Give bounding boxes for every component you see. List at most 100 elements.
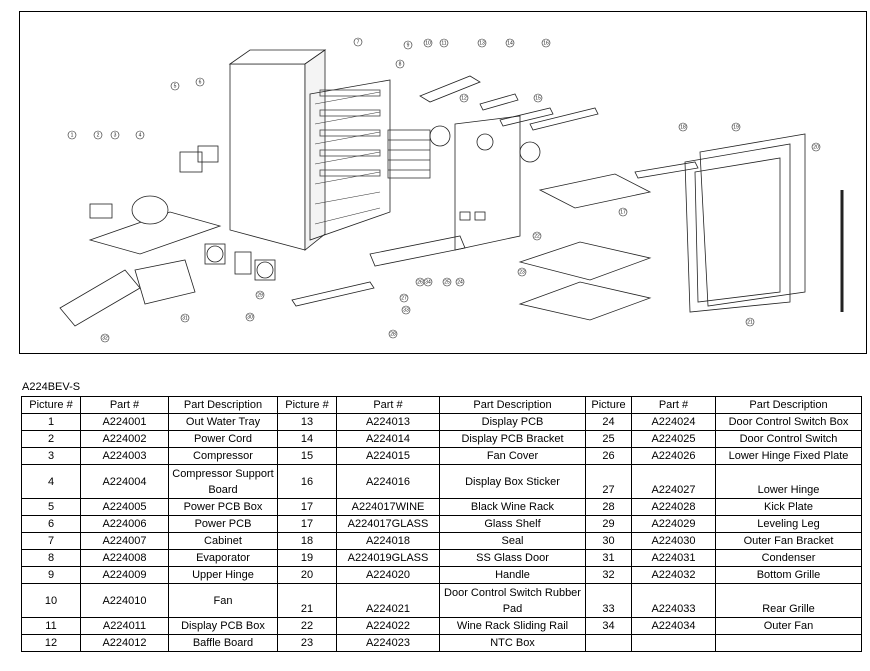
callout-number: 20 bbox=[813, 145, 819, 151]
column-header: Picture bbox=[585, 396, 632, 414]
table-cell: 11 bbox=[21, 617, 81, 635]
table-cell: A224025 bbox=[631, 430, 716, 448]
callout-number: 7 bbox=[357, 40, 360, 46]
table-cell: Fan Cover bbox=[439, 447, 586, 465]
table-cell: 4 bbox=[21, 464, 81, 499]
callout-number: 21 bbox=[747, 320, 753, 326]
table-cell: A224019GLASS bbox=[336, 549, 440, 567]
callout-number: 11 bbox=[441, 41, 446, 47]
table-cell: 14 bbox=[277, 430, 337, 448]
table-cell: 3 bbox=[21, 447, 81, 465]
callout-number: 8 bbox=[399, 62, 402, 68]
table-cell: 9 bbox=[21, 566, 81, 584]
callout-number: 9 bbox=[407, 43, 410, 49]
table-cell: 32 bbox=[585, 566, 632, 584]
outer-fan-drawing bbox=[204, 243, 276, 281]
table-cell: 7 bbox=[21, 532, 81, 550]
table-cell: Power PCB Box bbox=[168, 498, 278, 516]
table-cell: A224007 bbox=[80, 532, 169, 550]
wine-racks-drawing bbox=[319, 89, 381, 177]
callout-number: 34 bbox=[425, 280, 431, 286]
table-cell: Kick Plate bbox=[715, 498, 862, 516]
table-cell: 15 bbox=[277, 447, 337, 465]
table-cell: 1 bbox=[21, 413, 81, 431]
table-cell: Power PCB bbox=[168, 515, 278, 533]
table-cell: Lower Hinge bbox=[715, 464, 862, 499]
table-cell: A224018 bbox=[336, 532, 440, 550]
table-cell: NTC Box bbox=[439, 634, 586, 652]
table-cell: Lower Hinge Fixed Plate bbox=[715, 447, 862, 465]
table-cell: 23 bbox=[277, 634, 337, 652]
column-header: Part # bbox=[80, 396, 169, 414]
callout-number: 13 bbox=[479, 41, 485, 47]
table-cell: Display PCB Bracket bbox=[439, 430, 586, 448]
table-cell: 12 bbox=[21, 634, 81, 652]
table-cell: Display Box Sticker bbox=[439, 464, 586, 499]
table-cell: Black Wine Rack bbox=[439, 498, 586, 516]
callout-number: 4 bbox=[139, 133, 142, 139]
table-cell: A224001 bbox=[80, 413, 169, 431]
table-cell: A224016 bbox=[336, 464, 440, 499]
callout-number: 17 bbox=[620, 210, 626, 216]
table-cell: A224034 bbox=[631, 617, 716, 635]
condenser-drawing bbox=[59, 259, 196, 327]
table-cell: 22 bbox=[277, 617, 337, 635]
table-cell: A224008 bbox=[80, 549, 169, 567]
table-cell: 6 bbox=[21, 515, 81, 533]
table-header-row: Picture # Part # Part Description Pictur… bbox=[21, 396, 862, 414]
table-cell bbox=[585, 634, 632, 652]
column-header: Part # bbox=[336, 396, 440, 414]
table-cell: A224009 bbox=[80, 566, 169, 584]
table-cell: A224028 bbox=[631, 498, 716, 516]
table-cell: A224020 bbox=[336, 566, 440, 584]
shelves-drawing bbox=[518, 161, 699, 321]
table-cell: Display PCB Box bbox=[168, 617, 278, 635]
callout-number: 30 bbox=[247, 315, 253, 321]
callout-number: 33 bbox=[403, 308, 409, 314]
table-cell: Compressor bbox=[168, 447, 278, 465]
table-cell: A224031 bbox=[631, 549, 716, 567]
table-cell: A224006 bbox=[80, 515, 169, 533]
table-cell: 18 bbox=[277, 532, 337, 550]
table-cell: A224011 bbox=[80, 617, 169, 635]
table-cell: 27 bbox=[585, 464, 632, 499]
table-cell: 2 bbox=[21, 430, 81, 448]
table-cell: A224021 bbox=[336, 583, 440, 618]
display-pcb-drawing bbox=[419, 75, 599, 163]
table-cell: A224026 bbox=[631, 447, 716, 465]
table-cell: A224002 bbox=[80, 430, 169, 448]
callout-number: 14 bbox=[507, 41, 513, 47]
table-cell: A224013 bbox=[336, 413, 440, 431]
callout-number: 22 bbox=[534, 234, 540, 240]
table-cell: A224010 bbox=[80, 583, 169, 618]
table-cell bbox=[631, 634, 716, 652]
callout-number: 28 bbox=[390, 332, 396, 338]
evaporator-drawing bbox=[387, 129, 431, 179]
callout-number: 23 bbox=[519, 270, 525, 276]
glass-door-drawing bbox=[684, 133, 844, 313]
table-cell: 29 bbox=[585, 515, 632, 533]
table-cell: Handle bbox=[439, 566, 586, 584]
table-cell: Rear Grille bbox=[715, 583, 862, 618]
table-cell: 30 bbox=[585, 532, 632, 550]
table-cell: A224017WINE bbox=[336, 498, 440, 516]
table-cell: Upper Hinge bbox=[168, 566, 278, 584]
table-cell: Bottom Grille bbox=[715, 566, 862, 584]
table-cell: 10 bbox=[21, 583, 81, 618]
table-cell: Evaporator bbox=[168, 549, 278, 567]
table-cell: A224005 bbox=[80, 498, 169, 516]
cabinet-drawing bbox=[228, 49, 391, 251]
table-cell: 20 bbox=[277, 566, 337, 584]
column-header: Part Description bbox=[715, 396, 862, 414]
table-cell: 31 bbox=[585, 549, 632, 567]
